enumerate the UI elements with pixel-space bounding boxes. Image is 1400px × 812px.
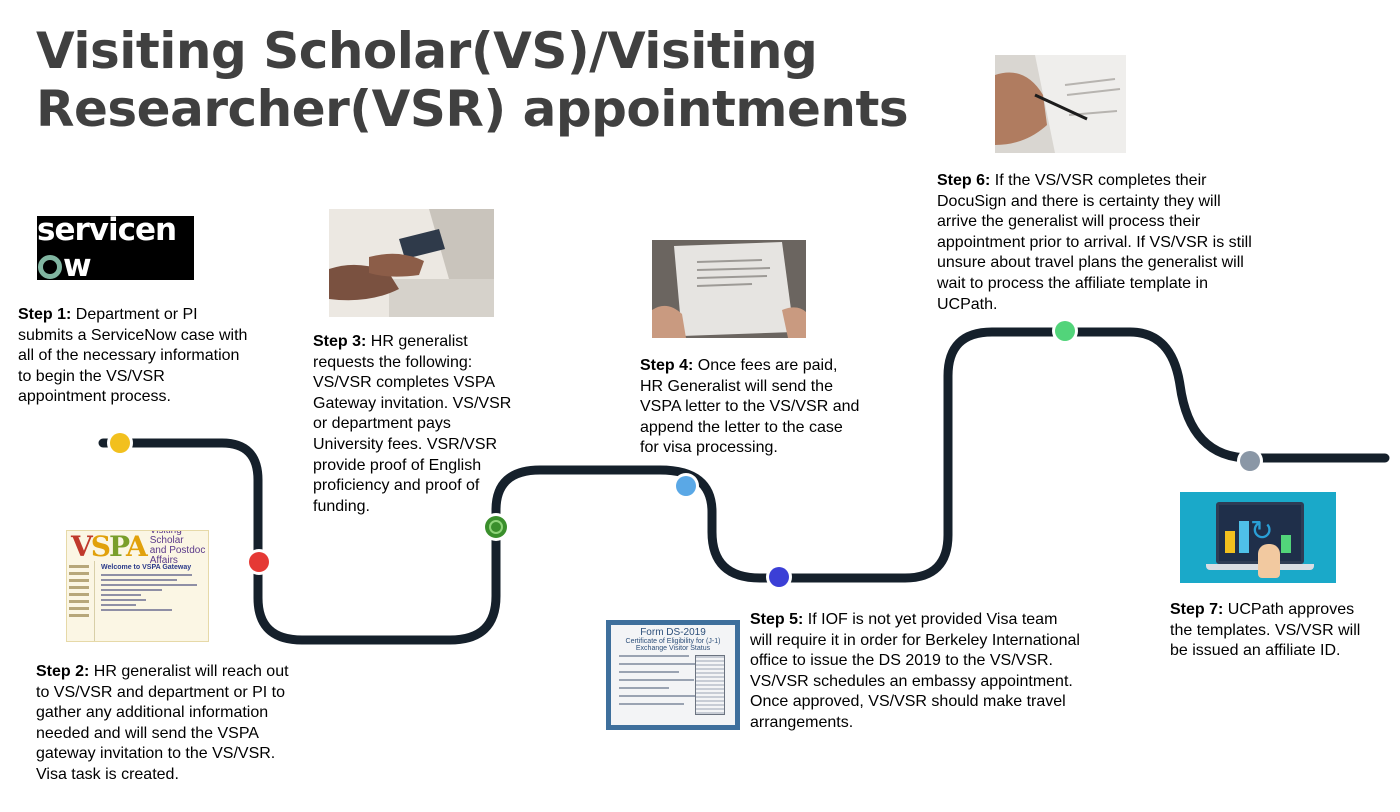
laptop-screen bbox=[1216, 502, 1304, 564]
vspa-name-line-2: and Postdoc Affairs bbox=[149, 545, 206, 566]
servicenow-o-icon bbox=[38, 255, 62, 279]
step-7-marker bbox=[1237, 448, 1263, 474]
title-line-1: Visiting Scholar(VS)/Visiting bbox=[36, 22, 818, 80]
laptop-credit-card-icon bbox=[329, 209, 494, 317]
step-6-text: Step 6: If the VS/VSR completes their Do… bbox=[937, 171, 1257, 315]
step-4-text: Step 4: Once fees are paid, HR Generalis… bbox=[640, 356, 860, 459]
ds-2019-form-image: Form DS-2019 Certificate of Eligibility … bbox=[606, 620, 740, 730]
title-line-2: Researcher(VSR) appointments bbox=[36, 80, 909, 138]
vspa-heading: Welcome to VSPA Gateway bbox=[101, 564, 192, 571]
vspa-gateway-screenshot: VSPA Visiting Scholar and Postdoc Affair… bbox=[66, 530, 209, 642]
step-2-text: Step 2: HR generalist will reach out to … bbox=[36, 662, 291, 786]
step-3-label: Step 3: bbox=[313, 333, 367, 350]
step-1-marker bbox=[107, 430, 133, 456]
vspa-logo-letter: S bbox=[90, 530, 111, 563]
step-6-marker bbox=[1052, 318, 1078, 344]
pen-signing-icon bbox=[995, 55, 1126, 153]
road-path bbox=[98, 327, 1390, 645]
vspa-name-line-1: Visiting Scholar bbox=[149, 530, 184, 546]
online-payment-photo bbox=[329, 209, 494, 317]
step-5-marker bbox=[766, 564, 792, 590]
step-2-label: Step 2: bbox=[36, 663, 90, 680]
ucpath-laptop-image: ↻ bbox=[1180, 492, 1336, 583]
step-7-label: Step 7: bbox=[1170, 601, 1224, 618]
step-7-description: UCPath approves the templates. VS/VSR wi… bbox=[1170, 601, 1361, 660]
vspa-logo-letter: V bbox=[71, 530, 93, 563]
step-5-description: If IOF is not yet provided Visa team wil… bbox=[750, 611, 1080, 731]
barcode-icon bbox=[695, 655, 725, 715]
pointing-hand-icon bbox=[1258, 544, 1280, 578]
ds-2019-subtitle: Certificate of Eligibility for (J-1) Exc… bbox=[625, 638, 721, 652]
step-5-label: Step 5: bbox=[750, 611, 804, 628]
page-title: Visiting Scholar(VS)/Visiting Researcher… bbox=[36, 22, 936, 138]
vspa-logo-letter: A bbox=[126, 530, 148, 563]
vspa-logo-letter: P bbox=[108, 530, 128, 563]
step-5-text: Step 5: If IOF is not yet provided Visa … bbox=[750, 610, 1080, 734]
step-1-text: Step 1: Department or PI submits a Servi… bbox=[18, 305, 253, 408]
vspa-logo: VSPA bbox=[71, 530, 148, 563]
step-1-label: Step 1: bbox=[18, 306, 72, 323]
signing-document-photo bbox=[995, 55, 1126, 153]
step-4-marker bbox=[673, 473, 699, 499]
ds-2019-title: Form DS-2019 bbox=[640, 627, 706, 638]
step-3-description: HR generalist requests the following: VS… bbox=[313, 333, 512, 515]
step-3-text: Step 3: HR generalist requests the follo… bbox=[313, 332, 518, 517]
step-6-label: Step 6: bbox=[937, 172, 991, 189]
vspa-sidebar bbox=[67, 561, 95, 641]
step-3-marker bbox=[482, 513, 510, 541]
step-1-description: Department or PI submits a ServiceNow ca… bbox=[18, 306, 248, 406]
step-4-description: Once fees are paid, HR Generalist will s… bbox=[640, 357, 860, 457]
step-2-description: HR generalist will reach out to VS/VSR a… bbox=[36, 663, 289, 783]
step-6-description: If the VS/VSR completes their DocuSign a… bbox=[937, 172, 1252, 313]
servicenow-logo-text-end: w bbox=[63, 248, 92, 280]
step-2-marker bbox=[246, 549, 272, 575]
letter-document-icon bbox=[652, 240, 806, 338]
step-7-text: Step 7: UCPath approves the templates. V… bbox=[1170, 600, 1370, 662]
letter-photo bbox=[652, 240, 806, 338]
refresh-icon: ↻ bbox=[1250, 515, 1274, 546]
servicenow-logo: servicenw bbox=[37, 216, 194, 280]
servicenow-logo-text-start: servicen bbox=[37, 216, 177, 248]
step-4-label: Step 4: bbox=[640, 357, 694, 374]
